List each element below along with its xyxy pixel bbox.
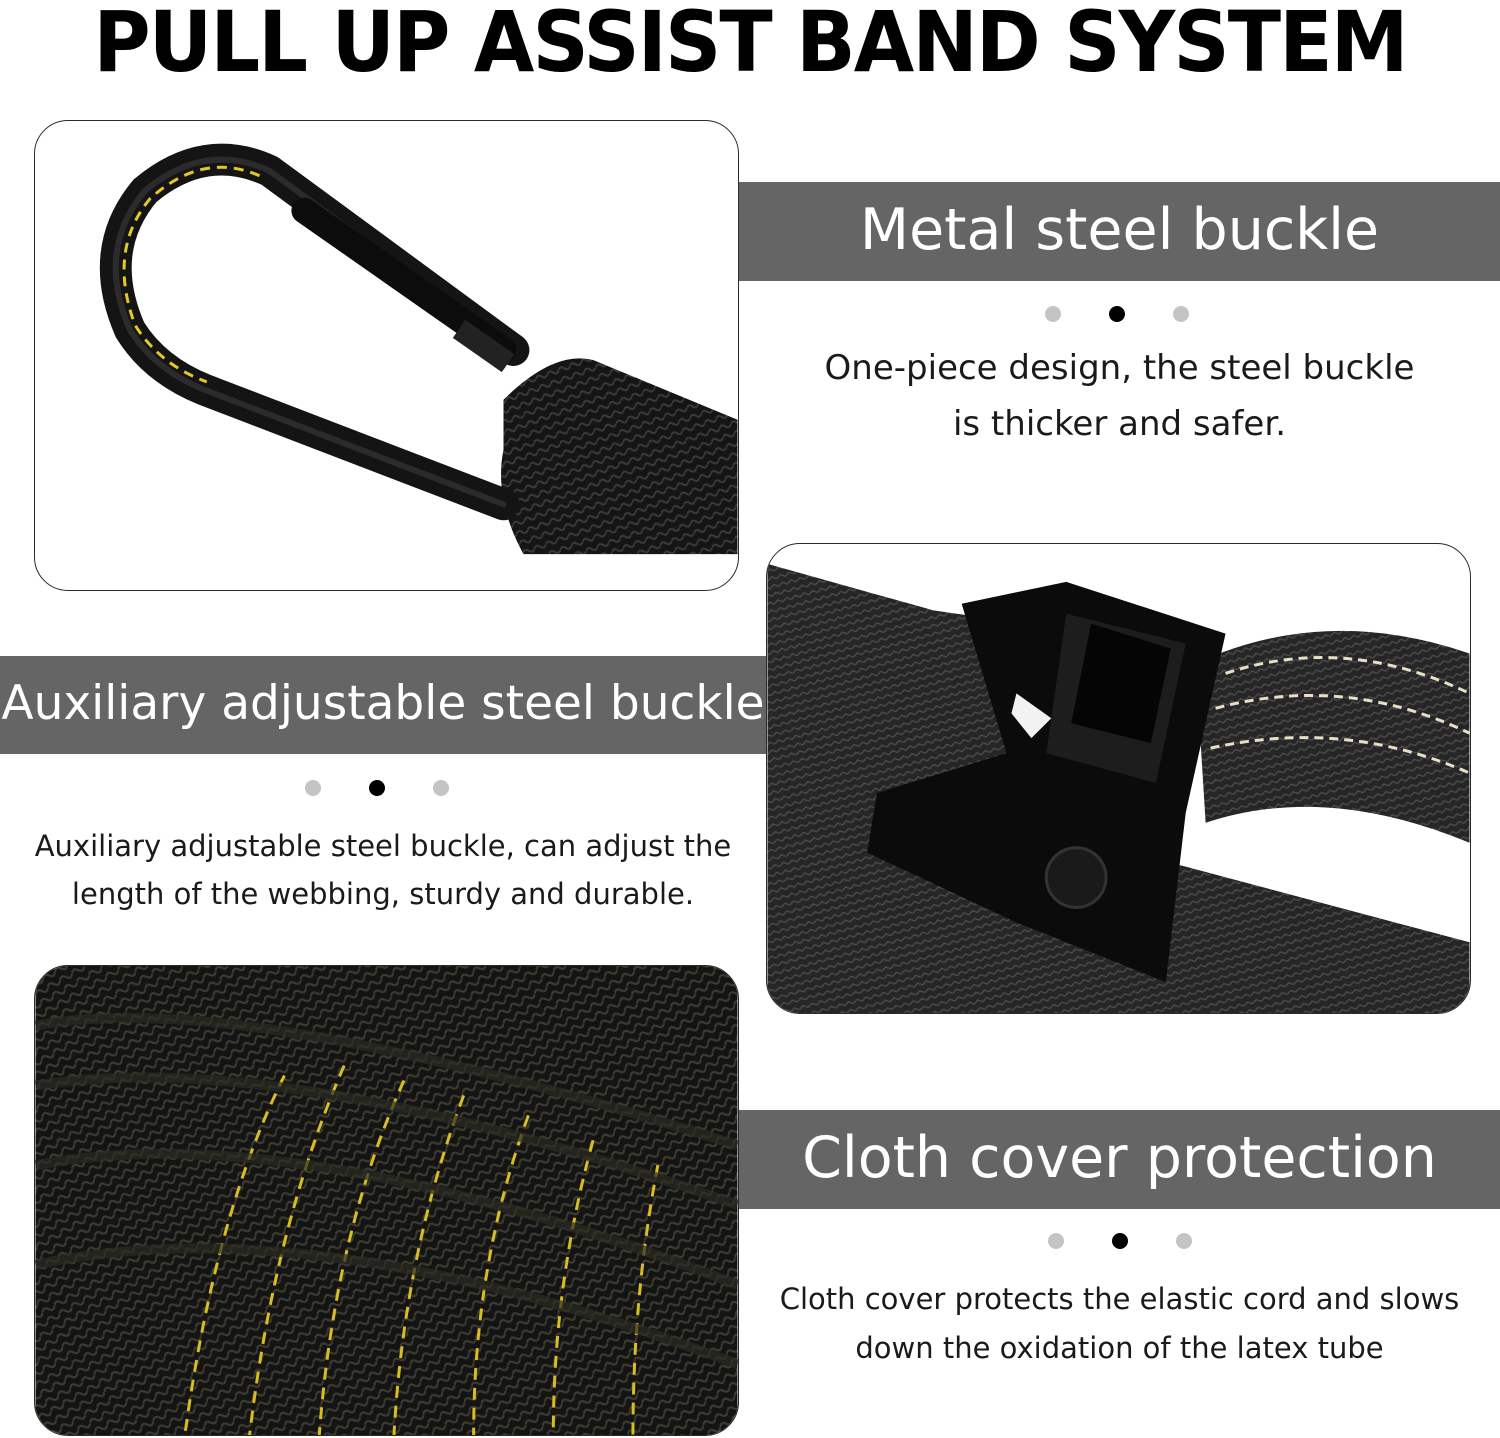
cloth-cover-photo [34, 965, 739, 1436]
cam-buckle-photo [766, 543, 1471, 1014]
feature-description-metal-buckle: One-piece design, the steel buckle is th… [824, 348, 1415, 444]
dot-inactive [1173, 306, 1189, 322]
page-title: PULL UP ASSIST BAND SYSTEM [93, 0, 1408, 91]
feature-description-adjustable-buckle: Auxiliary adjustable steel buckle, can a… [34, 829, 732, 911]
dot-inactive [1048, 1233, 1064, 1249]
feature-description-cloth-cover: Cloth cover protects the elastic cord an… [779, 1282, 1460, 1365]
dot-active [1109, 306, 1125, 322]
dot-inactive [305, 780, 321, 796]
carabiner-hook-icon [99, 143, 738, 555]
dot-inactive [433, 780, 449, 796]
dot-active [369, 780, 385, 796]
feature-heading-metal-buckle: Metal steel buckle [739, 182, 1500, 281]
dot-inactive [1176, 1233, 1192, 1249]
dot-inactive [1045, 306, 1061, 322]
feature-heading-cloth-cover: Cloth cover protection [739, 1110, 1500, 1209]
pagination-dots [1045, 306, 1195, 326]
feature-heading-adjustable-buckle: Auxiliary adjustable steel buckle [0, 656, 766, 754]
pagination-dots [1048, 1233, 1198, 1253]
woven-cloth-cover-icon [35, 966, 738, 1435]
dot-active [1112, 1233, 1128, 1249]
cam-buckle-strap-icon [767, 563, 1470, 1013]
pagination-dots [305, 780, 455, 800]
carabiner-photo [34, 120, 739, 591]
